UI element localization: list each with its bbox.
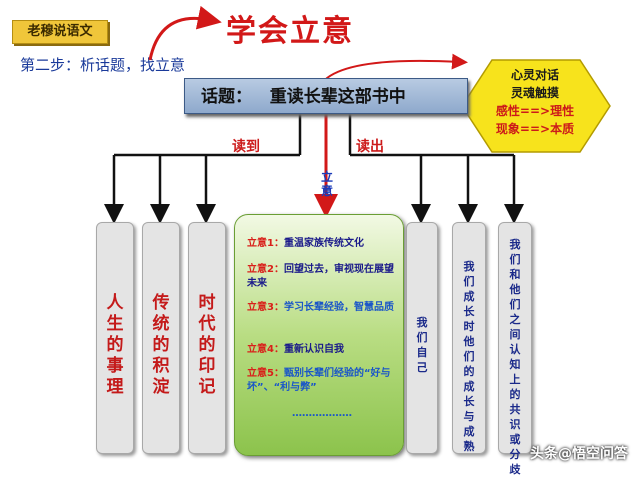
hexagon-line-1: 心灵对话	[510, 68, 559, 82]
liyi-item-5: 立意5：甄别长辈们经验的“好与坏”、“利与弊”	[247, 367, 397, 395]
liyi-item-5-label: 立意5：	[247, 368, 284, 379]
liyi-item-2-label: 立意2：	[247, 264, 284, 275]
right-column-3: 我们和他们之间认知上的共识或分歧	[498, 222, 532, 476]
right-column-2-text: 我们成长时他们的成长与成熟	[463, 260, 475, 453]
label-read-out: 读出	[356, 139, 384, 155]
liyi-item-3-text: 学习长辈经验，智慧品质	[283, 302, 394, 313]
hexagon-line-2: 灵魂触摸	[510, 86, 559, 100]
left-column-1: 人生的事理	[96, 222, 134, 454]
title-badge: 老穆说语文	[12, 20, 108, 44]
left-column-1-text: 人生的事理	[106, 293, 124, 397]
liyi-item-4-text: 重新认识自我	[283, 344, 344, 355]
left-column-2: 传统的积淀	[142, 222, 180, 454]
hexagon-line-3: 感性==>理性	[495, 104, 575, 118]
hexagon-text: 心灵对话 灵魂触摸 感性==>理性 现象==>本质	[470, 66, 600, 138]
right-column-3-text: 我们和他们之间认知上的共识或分歧	[509, 238, 521, 476]
liyi-item-3-label: 立意3：	[247, 302, 284, 313]
label-liyi: 立意	[320, 170, 333, 198]
step-heading: 第二步：析话题，找立意	[20, 56, 186, 74]
liyi-item-1-text: 重温家族传统文化	[283, 238, 364, 249]
liyi-item-1: 立意1：重温家族传统文化	[247, 237, 397, 251]
left-column-3-text: 时代的印记	[198, 293, 216, 397]
liyi-item-2: 立意2：回望过去，审视现在展望未来	[247, 263, 397, 291]
hexagon-line-4: 现象==>本质	[495, 122, 575, 136]
right-column-2: 我们成长时他们的成长与成熟	[452, 222, 486, 454]
liyi-item-2-text: 回望过去，审视现在展望未来	[247, 264, 394, 289]
liyi-item-4-label: 立意4：	[247, 344, 284, 355]
watermark: 头条@悟空问答	[530, 446, 628, 462]
liyi-item-4: 立意4：重新认识自我	[247, 343, 397, 357]
red-curve-arrow	[148, 5, 222, 61]
liyi-item-3: 立意3：学习长辈经验，智慧品质	[247, 301, 397, 315]
liyi-item-1-label: 立意1：	[247, 238, 284, 249]
liyi-box: 立意1：重温家族传统文化 立意2：回望过去，审视现在展望未来 立意3：学习长辈经…	[234, 214, 404, 456]
left-column-3: 时代的印记	[188, 222, 226, 454]
label-read-to: 读到	[232, 139, 260, 155]
right-column-1-text: 我们自己	[416, 316, 428, 374]
topic-box: 话题： 重读长辈这部书中	[184, 78, 468, 114]
left-column-2-text: 传统的积淀	[152, 293, 170, 397]
right-column-1: 我们自己	[406, 222, 438, 454]
handwritten-annotation: 学会立意	[226, 14, 354, 49]
liyi-item-5-text: 甄别长辈们经验的“好与坏”、“利与弊”	[247, 368, 391, 393]
liyi-ellipsis: ………………	[292, 408, 352, 419]
